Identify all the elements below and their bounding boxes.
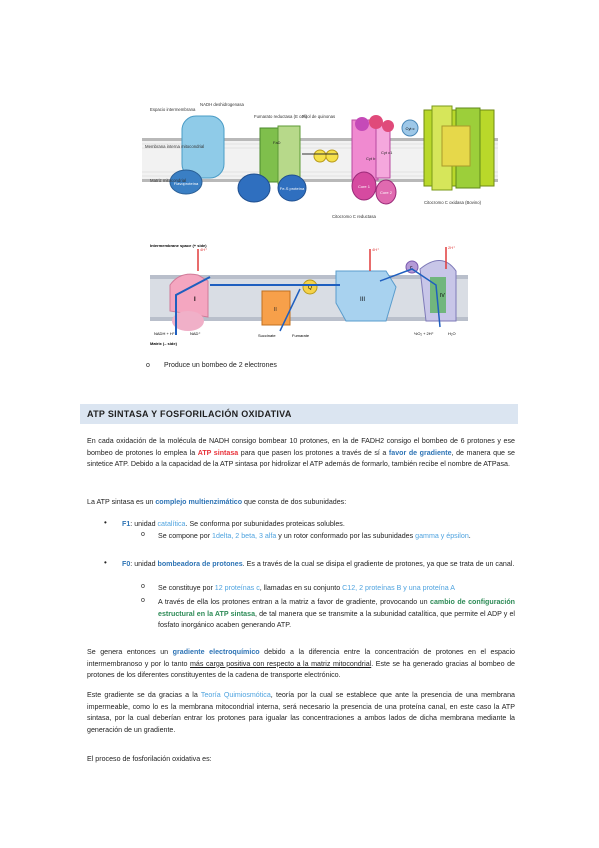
f1-subitem: Se compone por 1delta, 2 beta, 3 alfa y … [158,531,515,543]
f1-item: F1: unidad catalítica. Se conforma por s… [122,519,515,531]
bombeadora-highlight: bombeadora de protones [157,560,243,568]
espacio-label: Espacio intermembrana [150,107,196,112]
f1-sub-end: . [468,532,471,540]
p3-text-a: Se genera entonces un [87,648,173,656]
f0-s1-text-b: , llamadas en su conjunto [259,584,343,592]
f1-bullet-dot: • [104,518,107,527]
fumarate-label: Fumarate [292,333,310,338]
teoria-highlight: Teoría Quimiosmótica [200,691,271,699]
cyt-b-label: Cyt b [366,156,376,161]
f0-s2-text-b: , de tal manera que se transmite a la su… [158,609,515,630]
citocromo-c-oxidasa-label: Citocromo C oxidasa (Bovino) [424,200,482,205]
core2-label: Core 2 [380,190,393,195]
paragraph-subunidades: La ATP sintasa es un complejo multienzim… [87,497,515,509]
p2-text-b: que consta de dos subunidades: [242,498,347,506]
f1-text-b: . Se conforma por subunidades proteicas … [185,520,345,528]
p2-text-a: La ATP sintasa es un [87,498,156,506]
bottom-side-label: Matrix (– side) [150,341,178,346]
h-plus-3-label: 2H⁺ [448,245,455,250]
p3-text-b: debido a la diferencia entre la concentr… [87,648,515,668]
paragraph-nadh: En cada oxidación de la molécula de NADH… [87,436,515,471]
fe-s-label: Fe-S proteína [280,186,305,191]
bullet-text: Produce un bombeo de 2 electrones [164,362,277,369]
f0-bullet-dot: • [104,558,107,567]
atp-sintasa-highlight: ATP sintasa [197,448,239,457]
p1-text-c: , de manera que se sintetice ATP. Debido… [87,448,516,469]
catalitica-highlight: catalítica [157,520,186,528]
bullet-bombeo: o Produce un bombeo de 2 electrones [146,362,277,369]
cyt-c-small-label: c [410,265,413,271]
nadh-h-label: NADH + H⁺ [154,331,175,336]
oxygen-label: ½O₂ + 2H⁺ [414,331,434,336]
top-side-label: Intermembrane space (+ side) [150,243,207,248]
paragraph-gradiente: Se genera entonces un gradiente electroq… [87,647,515,682]
q-label: Q [308,285,312,291]
bullet-mark: o [146,362,150,369]
section-heading: ATP SINTASA Y FOSFORILACIÓN OXIDATIVA [80,404,518,424]
proteinas-c-highlight: 12 proteínas c [214,584,260,592]
f0-subitem-2: A través de ella los protones entran a l… [158,597,515,632]
f1-text-a: : unidad [130,520,158,528]
p3-text-c: . Este se ha generado gracias al bombeo … [87,659,515,680]
carga-positiva-underline: más carga positiva con respecto a la mat… [190,659,372,668]
complex-iv-label: IV [440,293,445,299]
electron-transport-chain-figure: Flavoproteína FaD Fe-S proteína Core 1 C… [142,96,498,236]
f1-sub-dot: o [141,531,145,538]
nad-label: NAD⁺ [190,331,201,336]
f1-label: F1 [122,520,131,528]
f0-subitem-1: Se constituye por 12 proteínas c, llamad… [158,583,515,595]
f0-label: F0 [122,560,131,568]
cambio-highlight: cambio de configuración estructural en l… [158,598,515,618]
complex-ii-label: II [274,307,277,313]
c12-highlight: C12, 2 proteínas B y una proteína A [342,584,455,592]
pool-label: Pool de quinonas [302,114,335,119]
water-label: H₂O [448,331,456,336]
f1-sub-text-b: y un rotor conformado por las subunidade… [276,532,416,540]
f0-text-a: : unidad [130,560,158,568]
citocromo-c-reductasa-label: Citocromo C reductasa [332,214,377,219]
p1-text-b: para que pasen los protones a través de … [238,448,389,457]
cyt-c1-label: Cyt c1 [381,150,393,155]
matriz-label: Matriz mitocondrial [150,178,186,183]
h-plus-2-label: 4H⁺ [372,247,379,252]
nadh-label: NADH deshidrogenasa [200,102,245,107]
f0-item: F0: unidad bombeadora de protones. Es a … [122,559,515,571]
paragraph-quimiosmotica: Este gradiente se da gracias a la Teoría… [87,690,515,736]
gradiente-highlight: gradiente electroquímico [172,648,260,656]
fad-label: FaD [273,140,281,145]
f0-sub2-dot: o [141,597,145,604]
gamma-highlight: gamma y épsilon [415,532,469,540]
f0-s1-text-a: Se constituye por [158,584,215,592]
p4-text-b: , teoría por la cual se establece que an… [87,691,515,734]
succinate-label: Succinate [258,333,276,338]
h-plus-1-label: 4H⁺ [200,247,207,252]
membrana-label: Membrana interna mitocondrial [145,144,204,149]
p4-text-a: Este gradiente se da gracias a la [87,691,201,699]
proton-pumping-figure: I II Q III c IV Intermembrane s [150,241,468,349]
f0-text-b: . Es a través de la cual se disipa el gr… [242,560,515,568]
complex-i-label: I [194,297,196,303]
p1-text-a: En cada oxidación de la molécula de NADH… [87,437,515,457]
complex-iii-label: III [360,297,365,303]
f0-s2-text-a: A través de ella los protones entran a l… [158,598,431,606]
cyt-c-label: Cyt c [405,126,414,131]
f0-sub1-dot: o [141,583,145,590]
complejo-highlight: complejo multienzimático [155,498,243,506]
flavoproteina-label: Flavoproteína [174,181,199,186]
favor-gradiente-highlight: favor de gradiente [388,448,452,457]
subunidades-highlight: 1delta, 2 beta, 3 alfa [212,532,277,540]
core1-label: Core 1 [358,184,371,189]
paragraph-proceso: El proceso de fosforilación oxidativa es… [87,755,212,763]
f1-sub-text-a: Se compone por [158,532,213,540]
fumarato-label: Fumarato reductasa (E coli) [254,114,308,119]
